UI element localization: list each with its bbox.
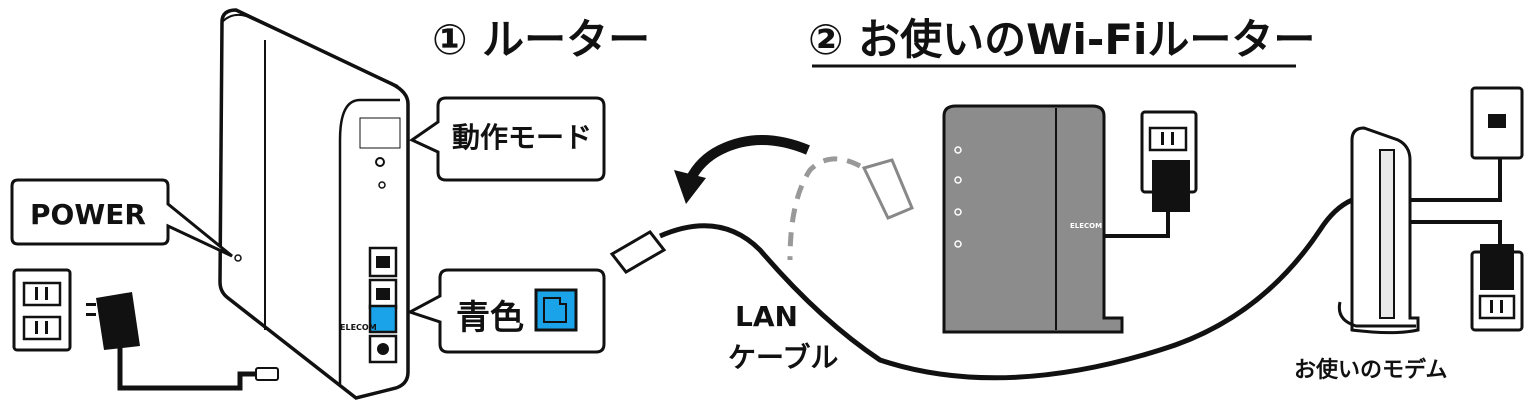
wifi-router-brand-text: ELECOM (1070, 222, 1102, 230)
wifi-router-device: ELECOM (942, 104, 1170, 334)
phone-jack (1470, 86, 1524, 160)
blue-port-icon (534, 288, 578, 332)
callout-operation-mode-label: 動作モード (452, 121, 593, 154)
callout-power-label: POWER (30, 198, 146, 231)
step2-title: ② お使いのWi-Fiルーター (808, 15, 1316, 64)
wall-outlet-middle (1140, 110, 1198, 212)
callout-power-box (10, 178, 233, 258)
wall-outlet-left (12, 268, 72, 352)
lan-cable (609, 197, 1354, 381)
curved-arrow-icon (674, 135, 810, 204)
callout-blue-label: 青色 (456, 298, 524, 338)
modem-device (1337, 124, 1502, 335)
step1-title: ① ルーター (432, 15, 651, 64)
wall-outlet-right (1470, 244, 1524, 332)
ac-adapter-left (86, 292, 279, 391)
router-device: ELECOM (218, 8, 410, 400)
callout-blue-box (406, 268, 606, 354)
callout-mode-box (408, 96, 606, 182)
modem-label: お使いのモデム (1294, 358, 1448, 383)
lan-plug-icon (609, 230, 667, 274)
router-brand-text: ELECOM (340, 323, 377, 332)
lan-cable-label-line2: ケーブル (728, 341, 839, 374)
lan-cable-label-line1: LAN (735, 300, 798, 333)
dashed-cable (787, 156, 914, 261)
